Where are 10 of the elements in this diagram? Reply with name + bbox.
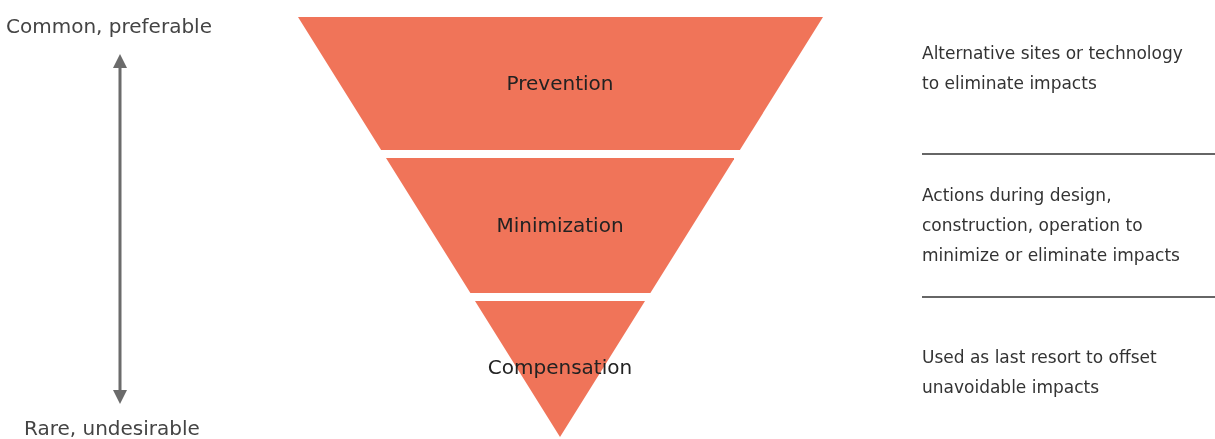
description-text: Used as last resort to offset unavoidable impacts [922,346,1158,399]
pyramid-band [297,17,823,150]
band-label: Minimization [495,213,625,237]
description-text: Alternative sites or technology to eliminate impacts [922,42,1184,95]
scale-label: Rare, undesirable [24,416,200,439]
pyramid-band [385,158,735,293]
description-text: Actions during design, construction, operation to minimize or eliminate impacts [922,184,1181,267]
band-label: Prevention [505,71,615,95]
pyramid-band [475,301,645,437]
scale-label: Common, preferable [6,14,212,38]
